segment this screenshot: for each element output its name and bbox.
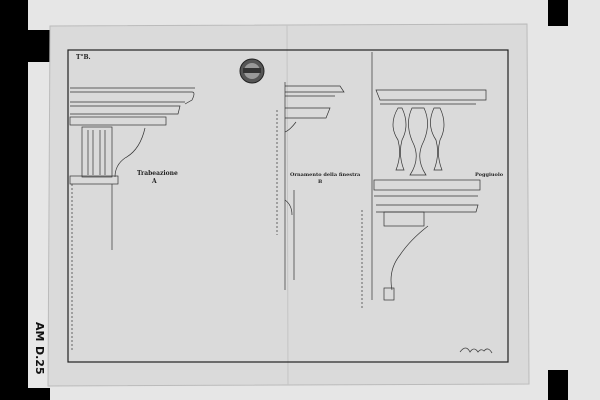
signature-icon <box>459 347 493 354</box>
fold-line <box>286 24 289 386</box>
label-c-title: Poggiuolo <box>475 172 504 178</box>
label-b-letter: B <box>318 179 323 185</box>
label-a-letter: A <box>152 178 157 185</box>
bottom-right-block <box>548 370 568 400</box>
label-b-title: Ornamento della finestra <box>290 172 361 178</box>
label-a-title: Trabeazione <box>137 170 178 177</box>
entablature-a <box>69 87 195 350</box>
left-tab-top <box>28 30 50 62</box>
left-black-border <box>0 0 28 400</box>
window-ornament-b <box>276 82 345 290</box>
balcony-c <box>361 52 487 310</box>
archive-stamp-icon <box>239 58 265 84</box>
left-tab-bottom <box>28 388 50 400</box>
plate-number: T°B. <box>76 54 91 61</box>
balusters <box>392 107 445 176</box>
archive-label-strip <box>28 310 48 388</box>
top-right-block <box>548 0 568 26</box>
drawing-frame <box>67 49 509 363</box>
paper-sheet <box>47 23 530 387</box>
